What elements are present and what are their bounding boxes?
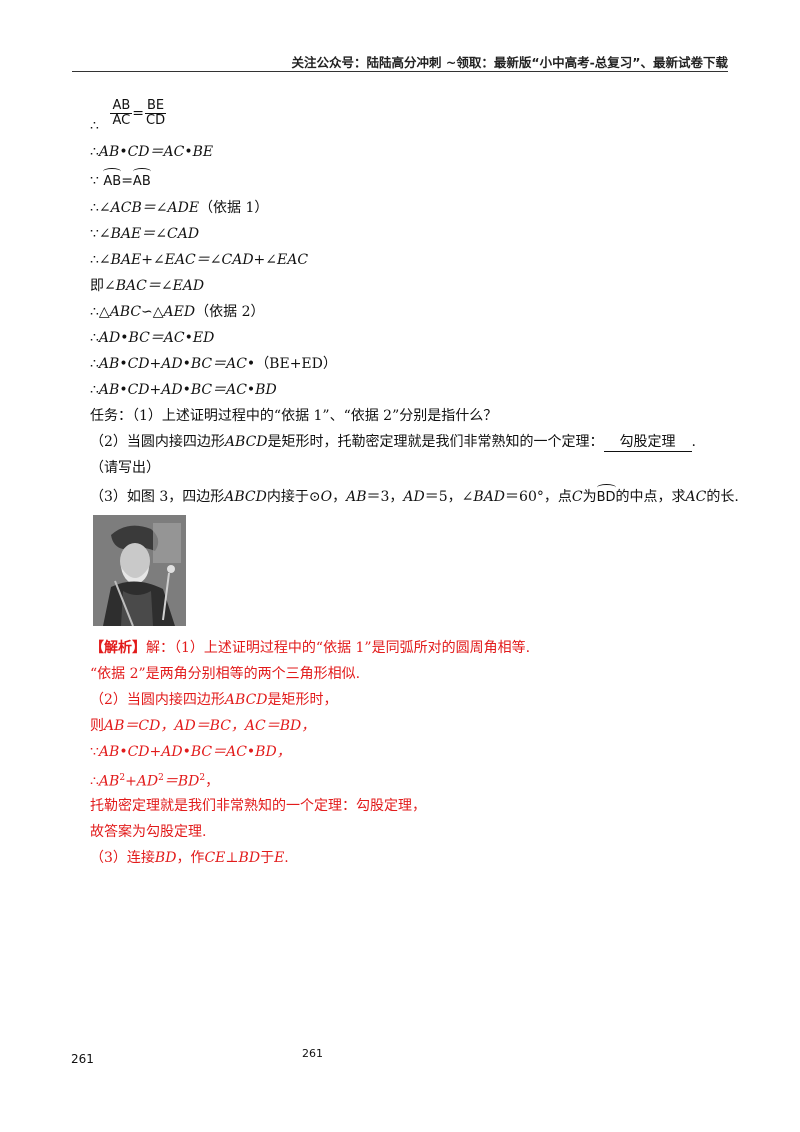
solution-line-3: （2）当圆内接四边形ABCD是矩形时， [90, 692, 338, 708]
proof-line-fraction: AB AC = BE CD [110, 98, 167, 128]
arc-ab-1: AB [103, 168, 122, 189]
proof-line-7: 即∠BAC＝∠EAD [90, 278, 205, 294]
solution-line-1: 【解析】解：（1）上述证明过程中的“依据 1”是同弧所对的圆周角相等. [90, 640, 531, 656]
answer-blank: 勾股定理 [603, 433, 692, 452]
proof-line-5: ∵∠BAE＝∠CAD [90, 226, 200, 242]
proof-line-10: ∴AB•CD+AD•BC＝AC•（BE+ED） [90, 356, 337, 372]
solution-line-6: ∴AB2+AD2＝BD2， [90, 773, 220, 790]
solution-line-7: 托勒密定理就是我们非常熟知的一个定理：勾股定理， [90, 798, 426, 814]
fraction-be-cd: BE CD [144, 98, 167, 128]
ptolemy-portrait-image [93, 515, 186, 626]
proof-line-9: ∴AD•BC＝AC•ED [90, 330, 215, 346]
solution-line-9: （3）连接BD，作CE⊥BD于E. [90, 850, 289, 866]
arc-ab-2: AB [132, 168, 151, 189]
proof-line-2: ∴AB•CD＝AC•BE [90, 144, 214, 160]
proof-line-3: ∵ AB=AB [90, 168, 151, 189]
fraction-ab-ac: AB AC [110, 98, 133, 128]
task-3: （3）如图 3，四边形ABCD内接于⊙O，AB＝3，AD＝5，∠BAD＝60°，… [90, 484, 739, 505]
solution-line-2: “依据 2”是两角分别相等的两个三角形相似. [90, 666, 361, 682]
proof-line-4: ∴∠ACB＝∠ADE（依据 1） [90, 200, 269, 216]
solution-line-5: ∵AB•CD+AD•BC＝AC•BD， [90, 744, 291, 760]
proof-line-6: ∴∠BAE+∠EAC＝∠CAD+∠EAC [90, 252, 309, 268]
page-header: 关注公众号：陆陆高分冲刺 ~领取：最新版“小中高考-总复习”、最新试卷下载 [291, 55, 728, 70]
solution-line-4: 则AB＝CD，AD＝BC，AC＝BD， [90, 718, 316, 734]
page-number-center: 261 [302, 1047, 323, 1060]
proof-line-8: ∴△ABC∽△AED（依据 2） [90, 304, 265, 320]
solution-line-8: 故答案为勾股定理. [90, 824, 207, 840]
task-2-note: （请写出） [90, 460, 160, 476]
page-number-left: 261 [71, 1052, 94, 1066]
arc-bd: BD [596, 484, 616, 505]
task-2: （2）当圆内接四边形ABCD是矩形时，托勒密定理就是我们非常熟知的一个定理：勾股… [90, 433, 696, 452]
proof-line-11: ∴AB•CD+AD•BC＝AC•BD [90, 382, 277, 398]
therefore-symbol: ∴ [90, 118, 99, 134]
task-1: 任务：（1）上述证明过程中的“依据 1”、“依据 2”分别是指什么？ [90, 408, 498, 424]
header-rule [72, 71, 728, 72]
